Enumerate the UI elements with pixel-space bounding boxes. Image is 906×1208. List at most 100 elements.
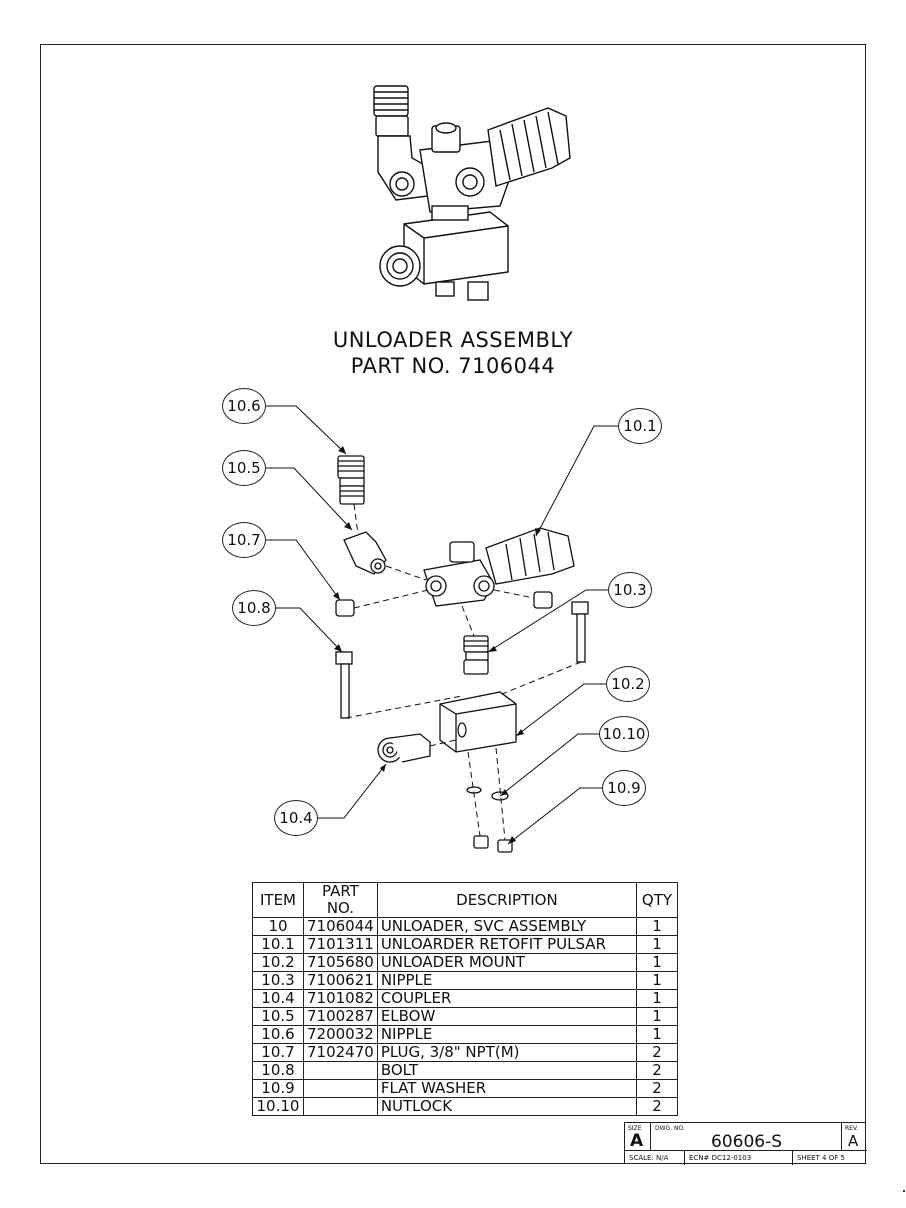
bom-part-no: 7100287 (303, 1007, 378, 1026)
bom-qty: 1 (636, 989, 678, 1008)
bom-header-description: DESCRIPTION (376, 882, 638, 918)
bom-description: NIPPLE (376, 1025, 638, 1044)
part-10-1-valve (423, 527, 575, 607)
bom-qty: 1 (636, 1025, 678, 1044)
bom-qty: 1 (636, 953, 678, 972)
bom-part-no: 7106044 (303, 917, 378, 936)
bom-qty: 1 (636, 971, 678, 990)
assembled-mount-block (403, 211, 509, 285)
part-10-8-bolt-right (571, 601, 589, 663)
bom-qty: 2 (636, 1097, 678, 1116)
assembled-nipple (373, 85, 409, 137)
bom-item: 10.10 (252, 1097, 304, 1116)
bom-part-no (303, 1097, 378, 1116)
ecn-cell: ECN# DC12-0103 (685, 1151, 793, 1165)
scale-cell: SCALE: N/A (625, 1151, 685, 1165)
part-10-6-nipple (337, 455, 365, 505)
bom-qty: 2 (636, 1079, 678, 1098)
bom-part-no (303, 1061, 378, 1080)
callout-10-6: 10.6 (222, 388, 266, 424)
sheet-cell: SHEET 4 OF 5 (797, 1154, 845, 1162)
callout-10-9: 10.9 (602, 770, 646, 806)
callout-10-10: 10.10 (599, 716, 649, 752)
exploded-view (335, 455, 589, 853)
assembled-unloader-illustration (373, 85, 571, 301)
corner-mark (903, 1190, 905, 1192)
part-10-2-mount-block (439, 691, 517, 753)
bom-item: 10.4 (252, 989, 304, 1008)
bom-item: 10.2 (252, 953, 304, 972)
part-10-7-plug-right (533, 591, 553, 609)
bom-description: PLUG, 3/8" NPT(M) (376, 1043, 638, 1062)
bom-qty: 1 (636, 917, 678, 936)
bom-part-no: 7101311 (303, 935, 378, 954)
bom-description: ELBOW (376, 1007, 638, 1026)
bom-part-no: 7100621 (303, 971, 378, 990)
bom-header-item: ITEM (252, 882, 304, 918)
assembly-title: UNLOADER ASSEMBLY (332, 328, 574, 352)
bom-part-no: 7102470 (303, 1043, 378, 1062)
bom-item: 10.3 (252, 971, 304, 990)
bom-description: UNLOADER MOUNT (376, 953, 638, 972)
rev-value: A (848, 1132, 859, 1150)
bom-item: 10.5 (252, 1007, 304, 1026)
callout-10-8: 10.8 (232, 590, 276, 626)
bom-qty: 2 (636, 1061, 678, 1080)
callout-10-7: 10.7 (222, 522, 266, 558)
bom-header-qty: QTY (636, 882, 678, 918)
bom-description: NIPPLE (376, 971, 638, 990)
bom-item: 10.8 (252, 1061, 304, 1080)
bom-part-no (303, 1079, 378, 1098)
part-10-5-elbow (343, 531, 387, 575)
bom-qty: 1 (636, 1007, 678, 1026)
bom-part-no: 7101082 (303, 989, 378, 1008)
callout-10-1: 10.1 (618, 408, 662, 444)
bom-description: NUTLOCK (376, 1097, 638, 1116)
callout-10-3: 10.3 (608, 572, 652, 608)
callout-10-4: 10.4 (274, 800, 318, 836)
bom-part-no: 7105680 (303, 953, 378, 972)
leader-lines (266, 405, 618, 845)
size-value: A (630, 1131, 644, 1151)
size-cell: SIZE A (625, 1123, 651, 1151)
callout-10-5: 10.5 (222, 450, 266, 486)
dwg-no-label: DWG. NO. (655, 1125, 685, 1132)
bom-item: 10.6 (252, 1025, 304, 1044)
bom-header-part-no: PART NO. (303, 882, 378, 918)
assembled-knob (487, 107, 571, 187)
part-10-8-bolt-left (335, 651, 353, 719)
bom-item: 10.1 (252, 935, 304, 954)
callout-10-2: 10.2 (606, 666, 650, 702)
part-10-4-coupler (377, 733, 431, 763)
part-10-3-nipple (463, 635, 489, 675)
bom-part-no: 7200032 (303, 1025, 378, 1044)
bom-qty: 2 (636, 1043, 678, 1062)
rev-label: REV. (845, 1125, 859, 1132)
part-10-7-plug-left (335, 599, 355, 617)
assembly-dashed-lines (345, 503, 582, 841)
bom-item: 10.7 (252, 1043, 304, 1062)
dwg-no-cell: DWG. NO. 60606-S (651, 1123, 841, 1152)
drawing-border (40, 44, 866, 1164)
title-block: SIZE A DWG. NO. 60606-S REV. A SCALE: N/… (624, 1122, 867, 1165)
part-10-9-nut-left (473, 835, 489, 849)
bom-description: UNLOADER, SVC ASSEMBLY (376, 917, 638, 936)
bom-description: FLAT WASHER (376, 1079, 638, 1098)
leader-arrowheads (333, 446, 541, 844)
bom-item: 10 (252, 917, 304, 936)
bom-header-row: ITEM PART NO. DESCRIPTION QTY (252, 882, 678, 918)
bom-description: COUPLER (376, 989, 638, 1008)
